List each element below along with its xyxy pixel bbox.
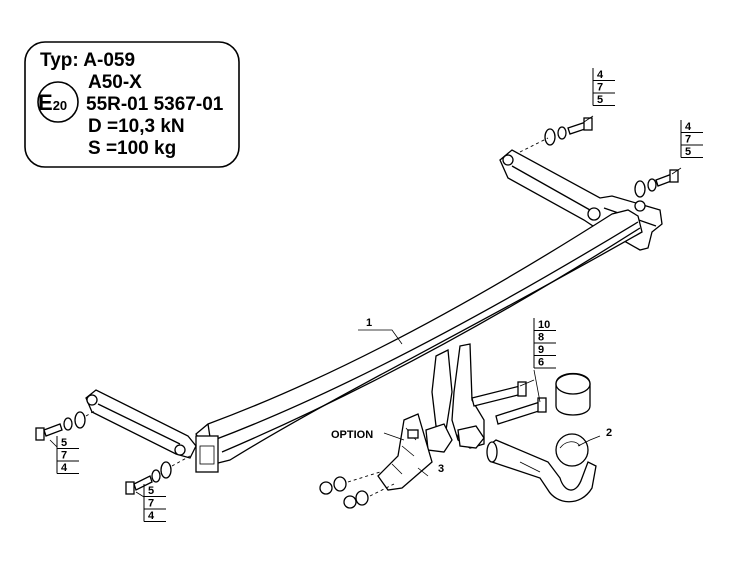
stack-center-item: 8 [538,332,544,344]
plate-s-value: S =100 kg [88,138,176,159]
stack-bottom-item: 7 [148,498,154,510]
plate-typ: Typ: A-059 [40,50,135,71]
stack-top-right-a: 475 [592,68,615,106]
stack-top-right-b-item: 7 [685,134,691,146]
stack-left-item: 5 [61,437,67,449]
center-bolts [471,381,547,425]
stack-bottom-item: 4 [148,510,155,522]
main-crossbar [85,209,643,473]
stack-left-item: 7 [61,450,67,462]
stack-bottom-item: 5 [148,485,154,497]
stack-top-right-a-item: 7 [597,82,603,94]
hardware-sets [35,117,679,509]
stack-top-right-b-item: 5 [685,146,691,158]
stack-left-item: 4 [61,462,68,474]
stack-bottom: 574 [143,484,166,522]
plate-emark: E20 [38,90,67,115]
stack-center-item: 6 [538,357,544,369]
plate-d-value: D =10,3 kN [88,116,185,137]
label-part-1: 1 [366,317,372,329]
stack-top-right-b: 475 [680,120,703,158]
stack-top-right-b-item: 4 [685,121,692,133]
tow-ball [486,433,597,503]
option-bracket [377,413,433,491]
central-mount [425,343,485,453]
stack-top-right-a-item: 5 [597,94,603,106]
e-mark-circle [37,81,79,123]
plate-approval: 55R-01 5367-01 [86,94,224,115]
stack-left: 574 [56,436,79,474]
callout-part-3: 3 [438,463,444,475]
label-part-2: 2 [606,427,612,439]
label-option: OPTION [331,429,373,441]
callout-option: OPTION [331,429,373,441]
leader-lines [49,115,682,498]
callout-part-2: 2 [606,427,612,439]
plate-model: A50-X [88,72,142,93]
stack-center-item: 9 [538,344,544,356]
callout-part-1: 1 [366,317,372,329]
label-part-3: 3 [438,463,444,475]
stack-top-right-a-item: 4 [597,69,604,81]
type-plate: Typ: A-059 A50-X E20 55R-01 5367-01 D =1… [24,41,240,168]
stack-center-item: 10 [538,319,550,331]
ball-cap [555,372,591,416]
